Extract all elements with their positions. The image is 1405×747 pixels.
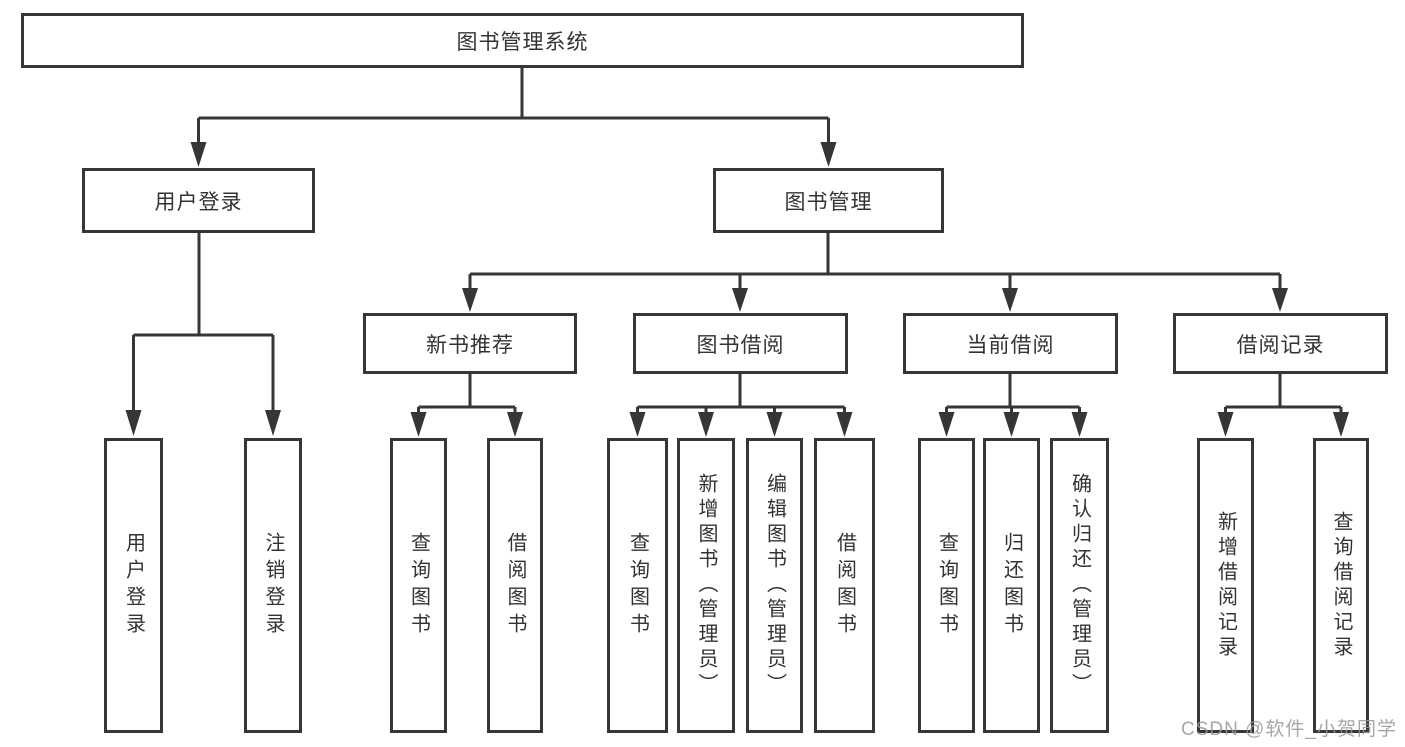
node-label: 查询图书 [935,531,958,640]
node-label: 新书推荐 [426,333,514,357]
node-root-system: 图书管理系统 [21,13,1024,68]
arrow-icon [1217,412,1234,437]
node-label: 查询借阅记录 [1330,510,1352,661]
arrowheads [125,142,1349,437]
node-leaf-logout: 注销登录 [244,438,302,733]
node-borrowing-records: 借阅记录 [1173,313,1388,374]
connector-borrowing-split [636,374,846,416]
node-label: 新增借阅记录 [1214,510,1237,661]
node-leaf-add-books-admin: 新增图书（管理员） [677,438,735,733]
node-label: 借阅图书 [504,531,526,640]
connector-userlogin-split [132,233,275,414]
node-current-borrowing: 当前借阅 [903,313,1118,374]
node-leaf-borrow-books-nb: 借阅图书 [487,438,543,733]
node-leaf-add-borrow-record: 新增借阅记录 [1197,438,1254,733]
arrow-icon [507,412,523,437]
node-label: 注销登录 [262,531,284,640]
arrow-icon [1002,288,1018,312]
node-leaf-confirm-return-admin: 确认归还（管理员） [1050,438,1109,733]
node-label: 编辑图书（管理员） [763,473,786,698]
arrow-icon [698,412,714,437]
connector-bookmgmt-split [468,233,1282,292]
arrow-icon [938,412,955,437]
arrow-icon [190,142,207,167]
csdn-watermark: CSDN @软件_小贺同学 [1181,719,1397,740]
node-label: 借阅图书 [833,531,856,640]
node-leaf-query-books-cu: 查询图书 [918,438,975,733]
connector-newbooks-split [417,374,517,416]
node-label: 借阅记录 [1236,333,1325,357]
node-label: 查询图书 [407,531,430,640]
node-user-login-branch: 用户登录 [82,168,315,233]
node-leaf-user-login: 用户登录 [104,438,163,733]
connector-root-split [197,68,830,146]
node-leaf-return-books: 归还图书 [983,438,1040,733]
node-leaf-query-borrow-record: 查询借阅记录 [1313,438,1369,733]
arrow-icon [1272,288,1288,312]
node-leaf-query-books-bw: 查询图书 [607,438,668,733]
node-book-borrowing: 图书借阅 [633,313,848,374]
connector-records-split [1224,374,1343,416]
arrow-icon [766,412,783,437]
arrow-icon [125,410,142,436]
node-leaf-edit-books-admin: 编辑图书（管理员） [746,438,803,733]
node-label: 用户登录 [154,190,243,214]
node-new-book-recommendation: 新书推荐 [363,313,577,374]
node-label: 当前借阅 [966,333,1055,357]
arrow-icon [820,142,837,167]
arrow-icon [1333,412,1349,437]
node-label: 确认归还（管理员） [1068,473,1091,698]
node-book-management-branch: 图书管理 [713,168,944,233]
arrow-icon [732,288,748,312]
node-label: 新增图书（管理员） [695,473,717,698]
arrow-icon [629,412,646,437]
node-label: 归还图书 [1000,531,1023,640]
arrow-icon [265,410,281,436]
arrow-icon [462,288,478,312]
node-leaf-borrow-books-bw: 借阅图书 [814,438,875,733]
node-label: 查询图书 [626,531,649,640]
node-label: 图书管理系统 [456,30,589,54]
arrow-icon [1071,412,1088,437]
node-label: 图书借阅 [696,333,785,357]
arrow-icon [410,412,427,437]
node-label: 用户登录 [122,531,145,640]
node-leaf-query-books-nb: 查询图书 [390,438,447,733]
node-label: 图书管理 [784,190,873,214]
arrow-icon [836,412,853,437]
connector-current-split [945,374,1081,416]
arrow-icon [1003,412,1020,437]
